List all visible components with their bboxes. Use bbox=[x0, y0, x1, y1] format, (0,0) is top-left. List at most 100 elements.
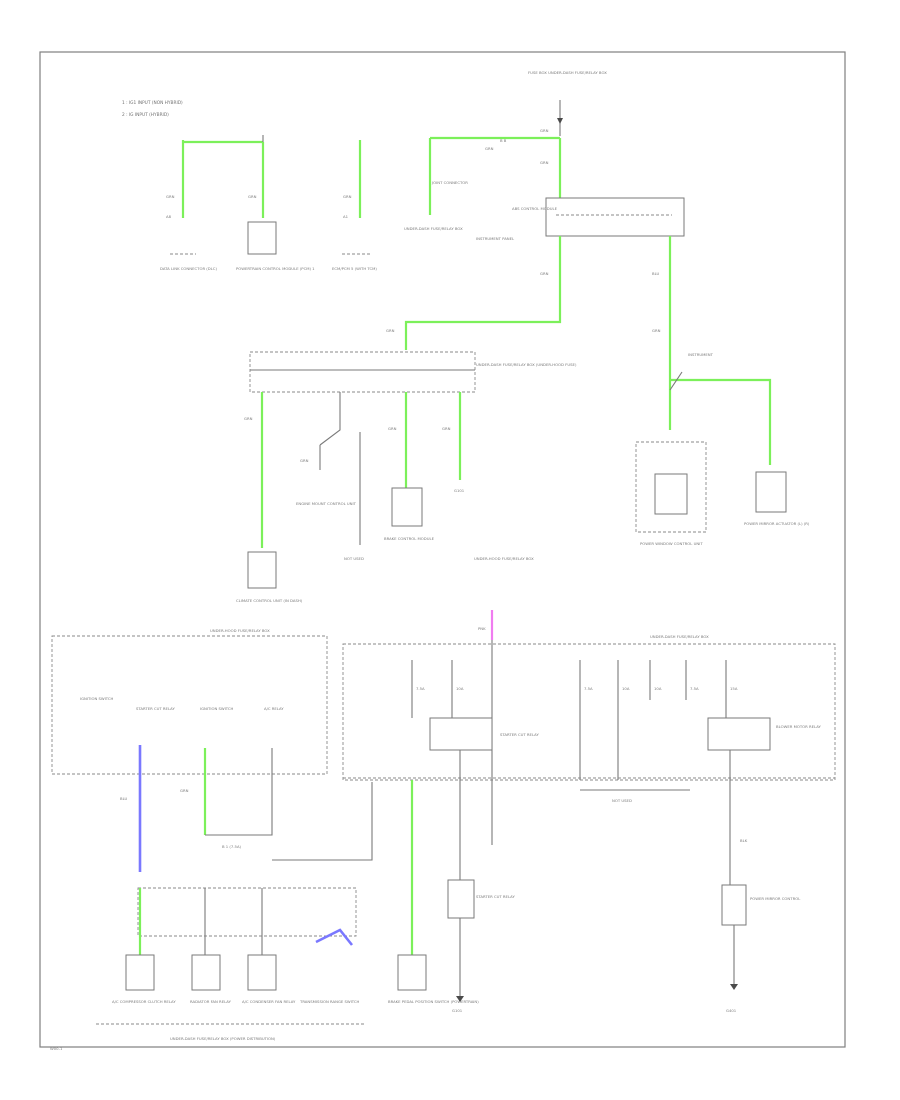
fuse-6: 7.5A bbox=[690, 686, 699, 691]
power-mirror-control-box bbox=[721, 884, 747, 926]
right-box-title: UNDER-DASH FUSE/RELAY BOX bbox=[650, 634, 709, 639]
c2-wire-label: GRN bbox=[248, 194, 257, 199]
ground-1-label: G101 bbox=[452, 1008, 463, 1013]
right-box-outline bbox=[342, 643, 836, 781]
engine-mount-label: BRAKE CONTROL MODULE bbox=[384, 536, 435, 541]
legend-line-2: 2 : IG INPUT (HYBRID) bbox=[122, 112, 169, 118]
left-box-sub-title: IGNITION SWITCH bbox=[80, 696, 114, 701]
connector-box-pcm bbox=[247, 221, 277, 255]
top-wire-a: GRN bbox=[485, 146, 494, 151]
c2-label: POWERTRAIN CONTROL MODULE (PCM) 1 bbox=[236, 266, 315, 271]
bottom-box-footer: UNDER-DASH FUSE/RELAY BOX (POWER DISTRIB… bbox=[170, 1036, 276, 1041]
wire-abs-down bbox=[404, 236, 562, 350]
center-bus-outline bbox=[249, 351, 476, 393]
mid-wire-label: GRN bbox=[540, 271, 549, 276]
left-item-3: A/C RELAY bbox=[264, 706, 284, 711]
lower-source-label: UNDER-HOOD FUSE/RELAY BOX bbox=[474, 556, 534, 561]
wire-left-gray bbox=[205, 748, 273, 836]
left-box-title: UNDER-HOOD FUSE/RELAY BOX bbox=[210, 628, 270, 633]
relay-1-label: STARTER CUT RELAY bbox=[500, 732, 539, 737]
abs-module-box bbox=[545, 197, 685, 237]
fuse-5: 10A bbox=[654, 686, 662, 691]
bottom-box-1 bbox=[125, 954, 155, 991]
c1-label: DATA LINK CONNECTOR (DLC) bbox=[160, 266, 217, 271]
b1-label: ENGINE MOUNT CONTROL UNIT bbox=[296, 501, 357, 506]
bottom-box-3 bbox=[247, 954, 277, 991]
bus-top-wire: GRN bbox=[386, 328, 395, 333]
b4-label: NOT USED bbox=[344, 556, 364, 561]
c1-pin-label: A8 bbox=[166, 214, 172, 219]
bottom-center-label: BRAKE PEDAL POSITION SWITCH (POWERTRAIN) bbox=[388, 999, 479, 1004]
left-box-outline bbox=[51, 635, 328, 775]
right-top-wire-2: GRN bbox=[652, 328, 661, 333]
fuse-4: 10A bbox=[622, 686, 630, 691]
bottom-box-2 bbox=[191, 954, 221, 991]
top-upper-wire: GRN bbox=[540, 160, 549, 165]
bottom-wire-blue bbox=[315, 928, 354, 946]
bottom-box-outline bbox=[137, 887, 357, 937]
abs-module-label: ABS CONTROL MODULE bbox=[512, 206, 558, 211]
instrument-label: INSTRUMENT bbox=[688, 352, 714, 357]
c3-label: ECM/PCM 5 (WITH TCM) bbox=[332, 266, 377, 271]
mid-label: STARTER CUT RELAY bbox=[476, 894, 515, 899]
left-module-label: UNDER-DASH FUSE/RELAY BOX bbox=[404, 226, 463, 231]
diagram-frame bbox=[39, 51, 846, 1048]
bottom-label-3: A/C CONDENSER FAN RELAY bbox=[242, 999, 296, 1004]
c1-wire-label: GRN bbox=[166, 194, 175, 199]
bus-wire-3: GRN bbox=[442, 426, 451, 431]
left-item-1: STARTER CUT RELAY bbox=[136, 706, 175, 711]
joint-label: JOINT CONNECTOR bbox=[431, 180, 468, 185]
not-used-label: NOT USED bbox=[612, 798, 632, 803]
lower-source-wire: PNK bbox=[478, 626, 486, 631]
bottom-label-4: TRANSMISSION RANGE SWITCH bbox=[299, 999, 360, 1004]
power-window-box bbox=[654, 473, 688, 515]
fuse-2: 10A bbox=[456, 686, 464, 691]
left-item-2: IGNITION SWITCH bbox=[200, 706, 234, 711]
bus-wire-4: GRN bbox=[300, 458, 309, 463]
relay-1 bbox=[429, 717, 493, 751]
starter-relay-box bbox=[447, 879, 475, 919]
bus-wire-2: GRN bbox=[388, 426, 397, 431]
power-window-label: POWER WINDOW CONTROL UNIT bbox=[640, 541, 703, 546]
fuse-3: 7.5A bbox=[584, 686, 593, 691]
power-window-outline bbox=[635, 441, 707, 533]
bottom-label-2: RADIATOR FAN RELAY bbox=[190, 999, 232, 1004]
relay-2-label: BLOWER MOTOR RELAY bbox=[776, 724, 822, 729]
center-bus-label: UNDER-DASH FUSE/RELAY BOX (UNDER-HOOD FU… bbox=[476, 362, 577, 367]
source-arrow bbox=[557, 118, 563, 124]
ground-2-symbol bbox=[730, 984, 738, 990]
c3-pin-label: A1 bbox=[343, 214, 349, 219]
abs-module-sub: INSTRUMENT PANEL bbox=[476, 236, 515, 241]
c3-wire-label: GRN bbox=[343, 194, 352, 199]
b3-label: G101 bbox=[454, 488, 465, 493]
climate-control-box bbox=[247, 551, 277, 589]
relay-2 bbox=[707, 717, 771, 751]
top-split-label: B B bbox=[500, 138, 507, 143]
bottom-box-4 bbox=[397, 954, 427, 991]
top-source-label: FUSE BOX UNDER-DASH FUSE/RELAY BOX bbox=[528, 70, 607, 75]
engine-mount-box bbox=[391, 487, 423, 527]
right-top-wire: BLU bbox=[652, 271, 660, 276]
climate-label: CLIMATE CONTROL UNIT (IN DASH) bbox=[236, 598, 303, 603]
fuse-1: 7.5A bbox=[416, 686, 425, 691]
bottom-label-1: A/C COMPRESSOR CLUTCH RELAY bbox=[112, 999, 176, 1004]
switch-arrow bbox=[669, 371, 683, 391]
page-ref: W00-1 bbox=[50, 1046, 63, 1051]
bus-branch-2 bbox=[319, 392, 341, 446]
bus-wire-1: GRN bbox=[244, 416, 253, 421]
ground-2-label: G401 bbox=[726, 1008, 737, 1013]
right-wire-out: BLK bbox=[740, 838, 748, 843]
left-fuse-label: B 1 (7.5A) bbox=[222, 844, 242, 849]
wire-left-to-center bbox=[272, 782, 373, 861]
power-mirror-box bbox=[755, 471, 787, 513]
top-wire-b: GRN bbox=[540, 128, 549, 133]
fuse-7: 15A bbox=[730, 686, 738, 691]
legend-line-1: 1 : IG1 INPUT (NON HYBRID) bbox=[122, 100, 183, 106]
left-green-label: GRN bbox=[180, 788, 189, 793]
blue-wire-label: BLU bbox=[120, 796, 128, 801]
ground-1-symbol bbox=[456, 996, 464, 1002]
power-mirror-label: POWER MIRROR ACTUATOR (L) (R) bbox=[744, 521, 810, 526]
right-bottom-label: POWER MIRROR CONTROL bbox=[750, 896, 801, 901]
wire-right-branch bbox=[670, 378, 772, 465]
